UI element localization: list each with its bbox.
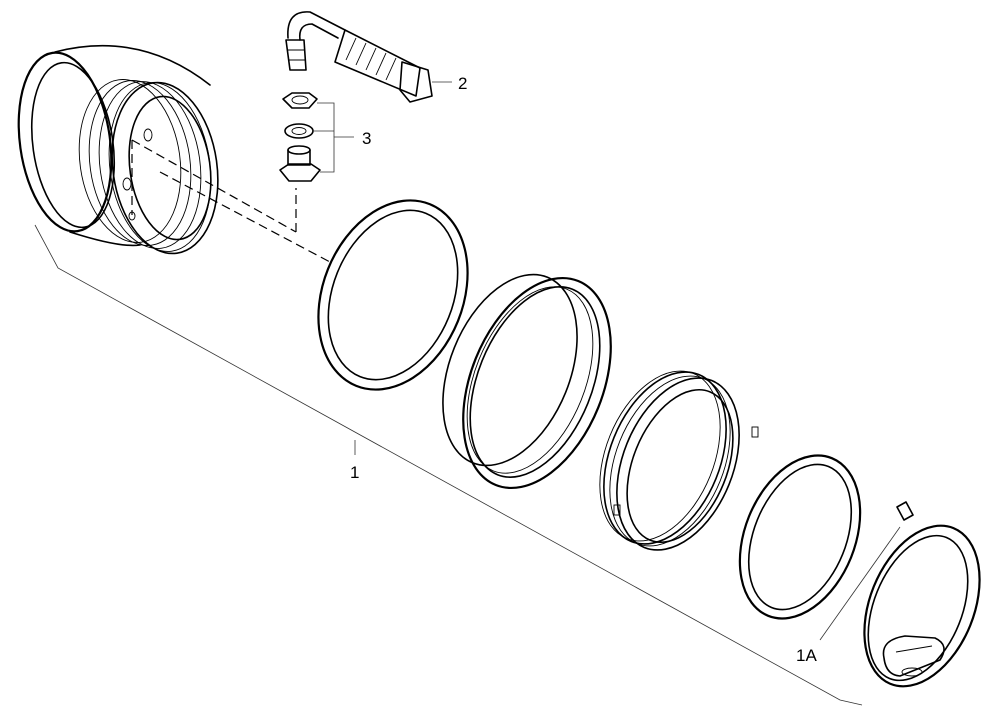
assembly-bracket [34, 224, 863, 706]
elbow-fitting [285, 11, 433, 103]
gasket-ring [317, 199, 469, 391]
retaining-ring [738, 454, 862, 620]
callout-1a: 1A [796, 646, 817, 665]
end-cap [863, 524, 981, 688]
main-housing [17, 44, 219, 255]
inner-sleeve [442, 273, 612, 490]
leader-lines [313, 81, 452, 173]
label-plate [819, 501, 914, 641]
callout-1: 1 [350, 463, 359, 482]
threaded-ring [599, 370, 759, 551]
callout-2: 2 [458, 74, 467, 93]
fitting-kit [279, 92, 321, 182]
callout-3: 3 [362, 129, 371, 148]
assembly-dashed-lines [131, 139, 331, 263]
